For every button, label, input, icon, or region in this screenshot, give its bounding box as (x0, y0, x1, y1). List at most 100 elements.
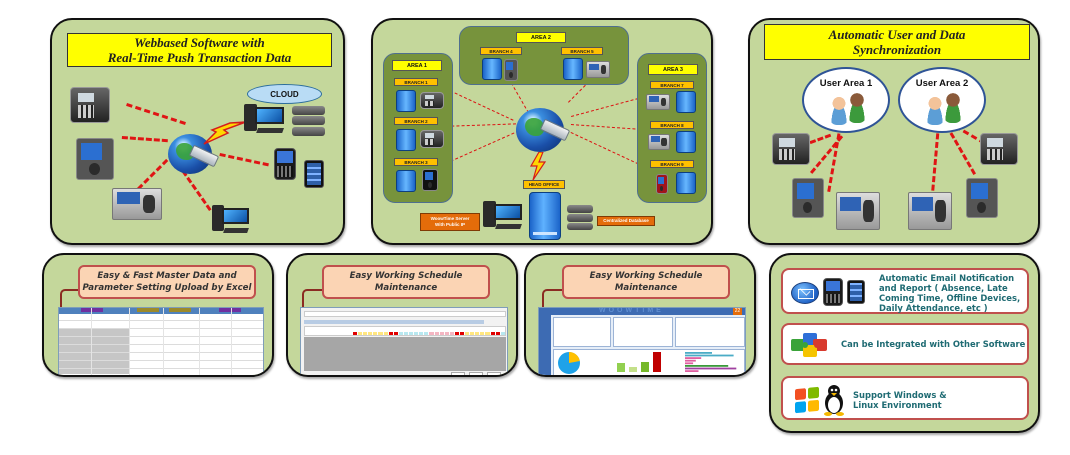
horizontal-bar-chart (685, 352, 737, 372)
fingerprint-terminal-icon (76, 138, 114, 180)
schedule-cell (480, 332, 485, 335)
network-topology-panel: AREA 1 BRANCH 1 BRANCH 2 BRANCH 3 AREA 2… (371, 18, 713, 245)
schedule-cell (500, 332, 505, 335)
schedule-callout: Easy Working Schedule Maintenance (322, 265, 490, 299)
access-terminal-icon (908, 192, 952, 230)
schedule-cell (454, 332, 459, 335)
features-panel: Automatic Email Notification and Report … (769, 253, 1040, 433)
desktop-pc-icon (483, 201, 525, 233)
bar (653, 352, 661, 372)
feature-text: Support Windows & Linux Environment (853, 390, 947, 410)
access-terminal-icon (836, 192, 880, 230)
excel-sheet-screenshot (58, 307, 264, 375)
desktop-pc-icon (244, 104, 288, 138)
bar-chart (617, 352, 661, 372)
hbar (685, 359, 696, 362)
hbar (685, 367, 737, 370)
hbar (685, 362, 694, 365)
hbar (685, 354, 734, 357)
branch-label: BRANCH 8 (650, 121, 694, 129)
app-watermark: WOOWTIME (599, 307, 664, 314)
schedule-cell (424, 332, 429, 335)
access-terminal-icon (648, 134, 670, 150)
schedule-cell (475, 332, 480, 335)
hbar (685, 365, 729, 367)
schedule-cell (459, 332, 465, 335)
area-3-group: AREA 3 BRANCH 7 BRANCH 8 BRANCH 9 (637, 53, 707, 203)
schedule-screenshot (300, 307, 508, 375)
branch-server-icon (482, 58, 502, 80)
schedule-cell (434, 332, 439, 335)
schedule-cell (388, 332, 393, 335)
pie-slice (569, 352, 580, 363)
schedule-cell (495, 332, 500, 335)
access-terminal-icon (586, 61, 610, 78)
attendance-terminal-icon (980, 133, 1018, 165)
link-line (219, 153, 269, 167)
smartphone-icon (274, 148, 296, 180)
branch-label: BRANCH 7 (650, 81, 694, 89)
sync-title: Automatic User and Data Synchronization (764, 24, 1030, 60)
pie-chart (558, 352, 580, 374)
branch-label: BRANCH 2 (394, 117, 438, 125)
schedule-cell (490, 332, 495, 335)
desktop-pc-icon (212, 205, 252, 237)
callout-leader (60, 289, 82, 309)
fingerprint-terminal-icon (656, 174, 668, 194)
email-icon (791, 282, 819, 304)
link-line (126, 103, 186, 126)
schedule-cell (439, 332, 444, 335)
lightning-bolt-icon (529, 152, 547, 180)
database-icon (567, 205, 593, 231)
server-label: WoowTime Server With Public IP (420, 213, 480, 231)
link-line (931, 124, 940, 191)
branch-label: BRANCH 3 (394, 158, 438, 166)
feature-email-notification: Automatic Email Notification and Report … (781, 268, 1029, 314)
puzzle-icon (791, 333, 827, 357)
schedule-cell (398, 332, 403, 335)
feature-os-support: Support Windows & Linux Environment (781, 376, 1029, 420)
schedule-cell (363, 332, 368, 335)
user-icon (846, 91, 868, 123)
area-2-group: AREA 2 BRANCH 4 BRANCH 5 (459, 26, 629, 85)
schedule-cell (393, 332, 398, 335)
access-terminal-icon (112, 188, 162, 220)
callout-leader (542, 289, 564, 309)
branch-server-icon (396, 129, 416, 151)
fingerprint-terminal-icon (792, 178, 824, 218)
callout-leader (302, 289, 324, 309)
webbased-software-panel: Webbased Software with Real-Time Push Tr… (50, 18, 345, 245)
attendance-terminal-icon (420, 130, 444, 148)
attendance-terminal-icon (70, 87, 110, 123)
user-icon (942, 91, 964, 123)
schedule-cell (429, 332, 434, 335)
tablet-icon (304, 160, 324, 188)
schedule-panel: Easy Working Schedule Maintenance (286, 253, 518, 377)
schedule-cell (449, 332, 454, 335)
hbar (685, 370, 699, 372)
access-terminal-icon (646, 94, 670, 110)
bar (617, 363, 625, 372)
feature-text: Automatic Email Notification and Report … (879, 273, 1021, 313)
user-icon (924, 95, 946, 125)
head-office-server-icon (529, 192, 561, 240)
area-1-group: AREA 1 BRANCH 1 BRANCH 2 BRANCH 3 (383, 53, 453, 203)
feature-integration: Can be Integrated with Other Software (781, 323, 1029, 365)
notification-badge[interactable]: 22 (733, 308, 742, 315)
hbar (685, 357, 702, 359)
branch-label: BRANCH 5 (561, 47, 603, 55)
excel-callout: Easy & Fast Master Data and Parameter Se… (78, 265, 256, 299)
bar (629, 367, 637, 372)
schedule-cell (358, 332, 363, 335)
smartphone-icon (823, 278, 843, 306)
tablet-icon (847, 280, 865, 304)
link-line (121, 136, 168, 143)
cloud-icon: CLOUD (247, 84, 322, 104)
dashboard-panel: Easy Working Schedule Maintenance WOOWTI… (524, 253, 756, 377)
link-line (181, 170, 212, 212)
windows-logo-icon (795, 386, 819, 414)
fingerprint-terminal-icon (966, 178, 998, 218)
user-area-1: User Area 1 (802, 67, 890, 133)
linux-tux-icon (824, 385, 844, 416)
schedule-cell (353, 332, 358, 335)
